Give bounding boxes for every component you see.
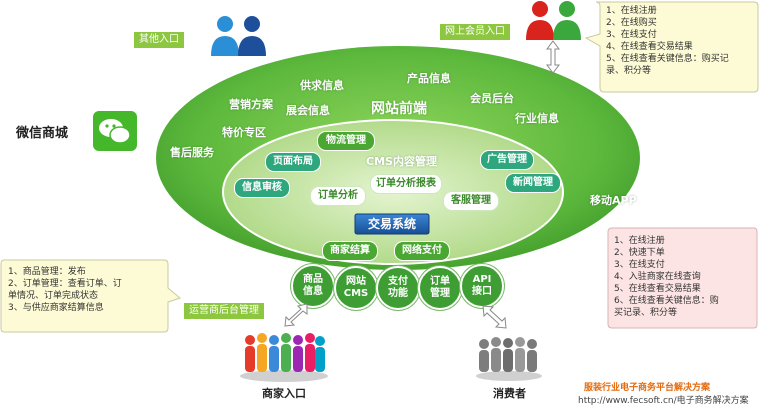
label-member-backend: 会员后台 (470, 92, 514, 105)
tag-operator-backend: 运营商后台管理 (184, 303, 264, 319)
wechat-logo-icon (93, 111, 137, 151)
note-line: 4、在线查看交易结果 (606, 42, 693, 52)
note-mobile: 1、在线注册 2、快速下单 3、在线支付 4、入驻商家在线查询 5、在线查看交易… (614, 235, 719, 319)
trade-system-bar (354, 213, 430, 235)
note-line: 3、在线支付 (606, 30, 657, 40)
pill-customer-service: 客服管理 (443, 191, 499, 211)
note-line: 1、在线注册 (614, 236, 665, 246)
double-arrow-icon (546, 40, 560, 74)
tag-other-entry: 其他入口 (134, 32, 184, 48)
note-line: 2、在线购买 (606, 18, 657, 28)
note-line: 买记录、积分等 (614, 308, 678, 318)
trade-system-label: 交易系统 (367, 217, 416, 231)
note-bubble-mobile (607, 227, 758, 329)
label-marketing: 营销方案 (229, 98, 273, 111)
label-supply: 供求信息 (300, 79, 344, 92)
pill-news: 新闻管理 (505, 173, 561, 193)
note-line: 6、在线查看关键信息：购 (614, 296, 719, 306)
label-product: 产品信息 (407, 72, 451, 85)
footer-title: 服装行业电子商务平台解决方案 (584, 383, 711, 393)
pill-ads: 广告管理 (480, 150, 534, 170)
note-line: 5、在线查看交易结果 (614, 284, 701, 294)
note-operator: 1、商品管理：发布 2、订单管理：查看订单、订 单情况、订单完成状态 3、与供应… (8, 266, 122, 314)
label-after-sale: 售后服务 (170, 146, 214, 159)
note-line: 2、快速下单 (614, 248, 665, 258)
note-line: 3、在线支付 (614, 260, 665, 270)
wechat-mall-label: 微信商城 (16, 126, 69, 141)
note-line: 3、与供应商家结算信息 (8, 303, 104, 313)
note-line: 录、积分等 (606, 66, 652, 76)
module-website-cms: 网站 CMS (334, 266, 378, 310)
pill-online-pay: 网络支付 (394, 241, 450, 261)
merchant-entry-label: 商家入口 (262, 387, 306, 400)
module-order-mgmt: 订单 管理 (418, 266, 462, 310)
pill-merchant-settle: 商家结算 (322, 241, 378, 261)
note-line: 单情况、订单完成状态 (8, 291, 99, 301)
pill-logistics: 物流管理 (317, 131, 375, 151)
note-line: 5、在线查看关键信息：购买记 (606, 54, 729, 64)
two-person-icon (211, 16, 266, 56)
two-person-icon (526, 1, 581, 40)
module-payment: 支付 功能 (376, 266, 420, 310)
label-website-front: 网站前端 (371, 101, 427, 117)
note-line: 1、在线注册 (606, 6, 657, 16)
crowd-icon (476, 337, 542, 381)
note-line: 4、入驻商家在线查询 (614, 272, 701, 282)
double-arrow-icon (284, 303, 308, 327)
note-line: 1、商品管理：发布 (8, 267, 86, 277)
label-exhibit: 展会信息 (286, 104, 330, 117)
note-bubble-operator (0, 259, 182, 333)
label-industry: 行业信息 (515, 112, 559, 125)
double-arrow-icon (482, 305, 507, 329)
pill-audit: 信息审核 (234, 178, 290, 198)
module-api: API 接口 (460, 264, 504, 308)
label-cms: CMS内容管理 (366, 155, 437, 168)
footer-url: http://www.fecsoft.cn/电子商务解决方案 (578, 396, 749, 406)
label-special: 特价专区 (222, 126, 266, 139)
consumer-label: 消费者 (493, 387, 526, 400)
label-mobile-app: 移动APP (590, 194, 637, 207)
pill-page-layout: 页面布局 (265, 152, 321, 172)
pill-order-analysis: 订单分析 (310, 186, 366, 206)
pill-order-report: 订单分析报表 (370, 174, 442, 194)
note-line: 2、订单管理：查看订单、订 (8, 279, 122, 289)
note-bubble-member (584, 1, 759, 93)
note-member: 1、在线注册 2、在线购买 3、在线支付 4、在线查看交易结果 5、在线查看关键… (606, 5, 729, 77)
crowd-icon (240, 333, 328, 382)
tag-member-entry: 网上会员入口 (440, 24, 510, 40)
